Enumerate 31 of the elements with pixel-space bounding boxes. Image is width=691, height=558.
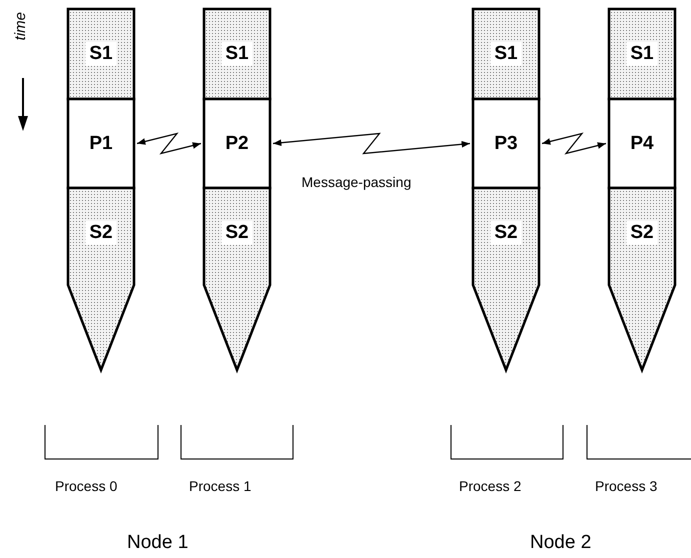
node-label: Node 1 <box>127 532 188 554</box>
process-segment <box>203 99 271 188</box>
axis-label: time <box>12 12 29 40</box>
process-label: Process 2 <box>459 478 522 494</box>
segment-label: S1 <box>490 42 522 66</box>
node-label: Node 2 <box>530 532 592 554</box>
segment-label: P2 <box>224 132 250 156</box>
message-arrow <box>272 132 470 154</box>
segment-label: S1 <box>85 42 117 66</box>
stippled-segment <box>67 9 135 99</box>
process-label: Process 0 <box>55 478 118 494</box>
process-segment <box>472 99 540 188</box>
segment-label: S1 <box>626 42 658 66</box>
stippled-segment <box>472 9 540 99</box>
segment-label: P4 <box>629 132 655 156</box>
segment-label: P1 <box>88 132 114 156</box>
message-arrow <box>542 132 606 155</box>
process-segment <box>67 99 135 188</box>
stippled-segment <box>203 9 271 99</box>
process-label: Process 1 <box>189 478 252 494</box>
stippled-segment <box>608 9 676 99</box>
segment-label: S2 <box>221 221 253 245</box>
edge-label: Message-passing <box>302 174 412 190</box>
segment-label: P3 <box>493 132 519 156</box>
segment-label: S2 <box>626 221 658 245</box>
message-arrow <box>136 132 202 155</box>
segment-label: S2 <box>490 221 522 245</box>
process-segment <box>608 99 676 188</box>
segment-label: S2 <box>85 221 117 245</box>
segment-label: S1 <box>221 42 253 66</box>
process-label: Process 3 <box>595 478 658 494</box>
